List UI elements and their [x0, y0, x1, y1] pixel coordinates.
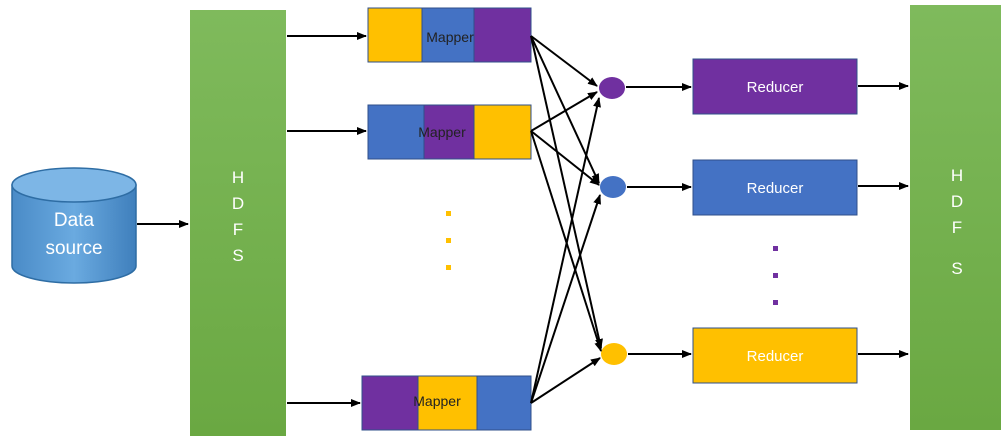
arrow-shuffle [530, 35, 603, 349]
hdfs-right: H D F S [910, 5, 1001, 430]
mapper-3-block [361, 375, 419, 431]
mapper-1-block [473, 7, 532, 63]
reducer-3-label: Reducer [747, 348, 804, 365]
arrow-shuffle [530, 130, 603, 352]
hdfs-left: H D F S [190, 10, 286, 436]
mapper-2: Mapper [367, 104, 532, 160]
arrow-shuffle [530, 35, 598, 87]
mapper-1-block [367, 7, 423, 63]
hdfs-right-letter: F [952, 218, 962, 237]
partition-node-yellow [601, 343, 627, 365]
hdfs-left-letter: S [232, 246, 243, 265]
arrow-shuffle [530, 130, 600, 186]
hdfs-left-letter: F [233, 220, 243, 239]
hdfs-left-letter: H [232, 168, 244, 187]
reducer-3: Reducer [692, 327, 858, 384]
arrow-shuffle [530, 35, 600, 184]
reducer-1-label: Reducer [747, 79, 804, 96]
arrow-shuffle [530, 91, 598, 132]
mapper-1: Mapper [367, 7, 532, 63]
hdfs-right-letter: H [951, 166, 963, 185]
hdfs-right-letter: S [951, 259, 962, 278]
reducer-2-box [692, 159, 858, 216]
hdfs-right-box [910, 5, 1001, 430]
mapper-ellipsis [446, 211, 451, 270]
partition-node-purple [599, 77, 625, 99]
arrow-shuffle [530, 357, 601, 404]
mapper-2-block [367, 104, 425, 160]
reducer-ellipsis [773, 246, 778, 305]
partition-node-blue [600, 176, 626, 198]
data-source-cylinder: Data source [11, 167, 137, 284]
arrow-shuffle [530, 194, 601, 404]
reducer-2-label: Reducer [747, 180, 804, 197]
mapper-2-block [473, 104, 532, 160]
mapper-3-label: Mapper [413, 393, 461, 409]
hdfs-left-box [190, 10, 286, 436]
mapper-3-block [476, 375, 532, 431]
hdfs-right-letter: D [951, 192, 963, 211]
mapper-1-label: Mapper [426, 29, 474, 45]
data-source-label-line1: Data [54, 210, 95, 231]
hdfs-left-letter: D [232, 194, 244, 213]
reducer-1-box [692, 58, 858, 115]
reducer-3-box [692, 327, 858, 384]
arrows [137, 32, 909, 407]
mapper-1-block [421, 7, 475, 63]
mapper-2-label: Mapper [418, 124, 466, 140]
data-source-label-line2: source [45, 238, 102, 259]
mapper-3: Mapper [361, 375, 532, 431]
reducer-2: Reducer [692, 159, 858, 216]
reducer-1: Reducer [692, 58, 858, 115]
arrow-shuffle [530, 97, 601, 404]
